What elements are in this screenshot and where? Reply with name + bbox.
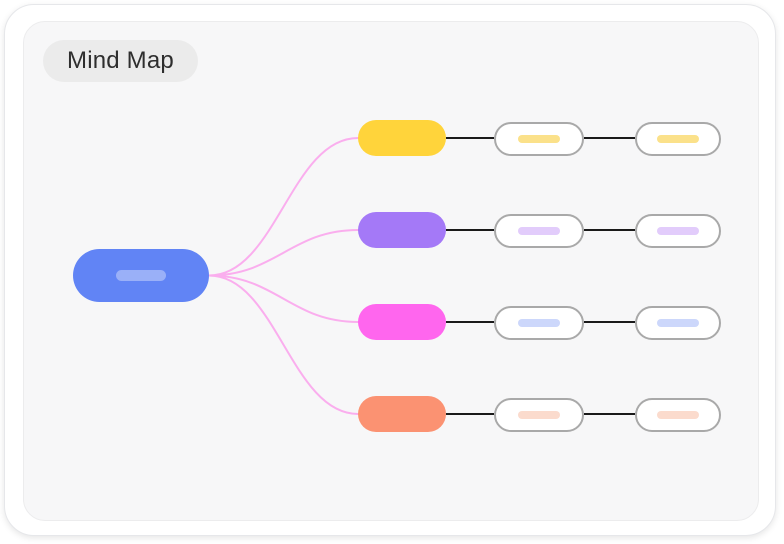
- connector-layer: [208, 137, 635, 415]
- node-placeholder-bar: [657, 411, 699, 419]
- node-placeholder-bar: [518, 411, 560, 419]
- branch-node-purple[interactable]: [358, 212, 446, 248]
- mindmap-canvas[interactable]: Mind Map: [23, 21, 759, 521]
- root-node[interactable]: [73, 249, 209, 302]
- root-connector-2: [208, 229, 359, 277]
- node-placeholder-bar: [518, 319, 560, 327]
- node-placeholder-bar: [116, 270, 166, 281]
- root-connector-1: [208, 137, 359, 277]
- leaf-node-orange-1[interactable]: [494, 398, 584, 432]
- leaf-node-orange-2[interactable]: [635, 398, 721, 432]
- leaf-node-purple-1[interactable]: [494, 214, 584, 248]
- leaf-node-magenta-2[interactable]: [635, 306, 721, 340]
- leaf-node-yellow-2[interactable]: [635, 122, 721, 156]
- app-frame: Mind Map: [4, 4, 776, 536]
- leaf-node-purple-2[interactable]: [635, 214, 721, 248]
- leaf-node-magenta-1[interactable]: [494, 306, 584, 340]
- node-placeholder-bar: [518, 135, 560, 143]
- root-connector-3: [208, 274, 359, 323]
- node-placeholder-bar: [657, 135, 699, 143]
- node-placeholder-bar: [657, 227, 699, 235]
- root-connector-4: [208, 274, 359, 415]
- page-title-pill[interactable]: Mind Map: [43, 40, 198, 82]
- node-placeholder-bar: [657, 319, 699, 327]
- page-title: Mind Map: [67, 47, 174, 74]
- branch-node-magenta[interactable]: [358, 304, 446, 340]
- node-placeholder-bar: [518, 227, 560, 235]
- branch-node-orange[interactable]: [358, 396, 446, 432]
- branch-node-yellow[interactable]: [358, 120, 446, 156]
- leaf-node-yellow-1[interactable]: [494, 122, 584, 156]
